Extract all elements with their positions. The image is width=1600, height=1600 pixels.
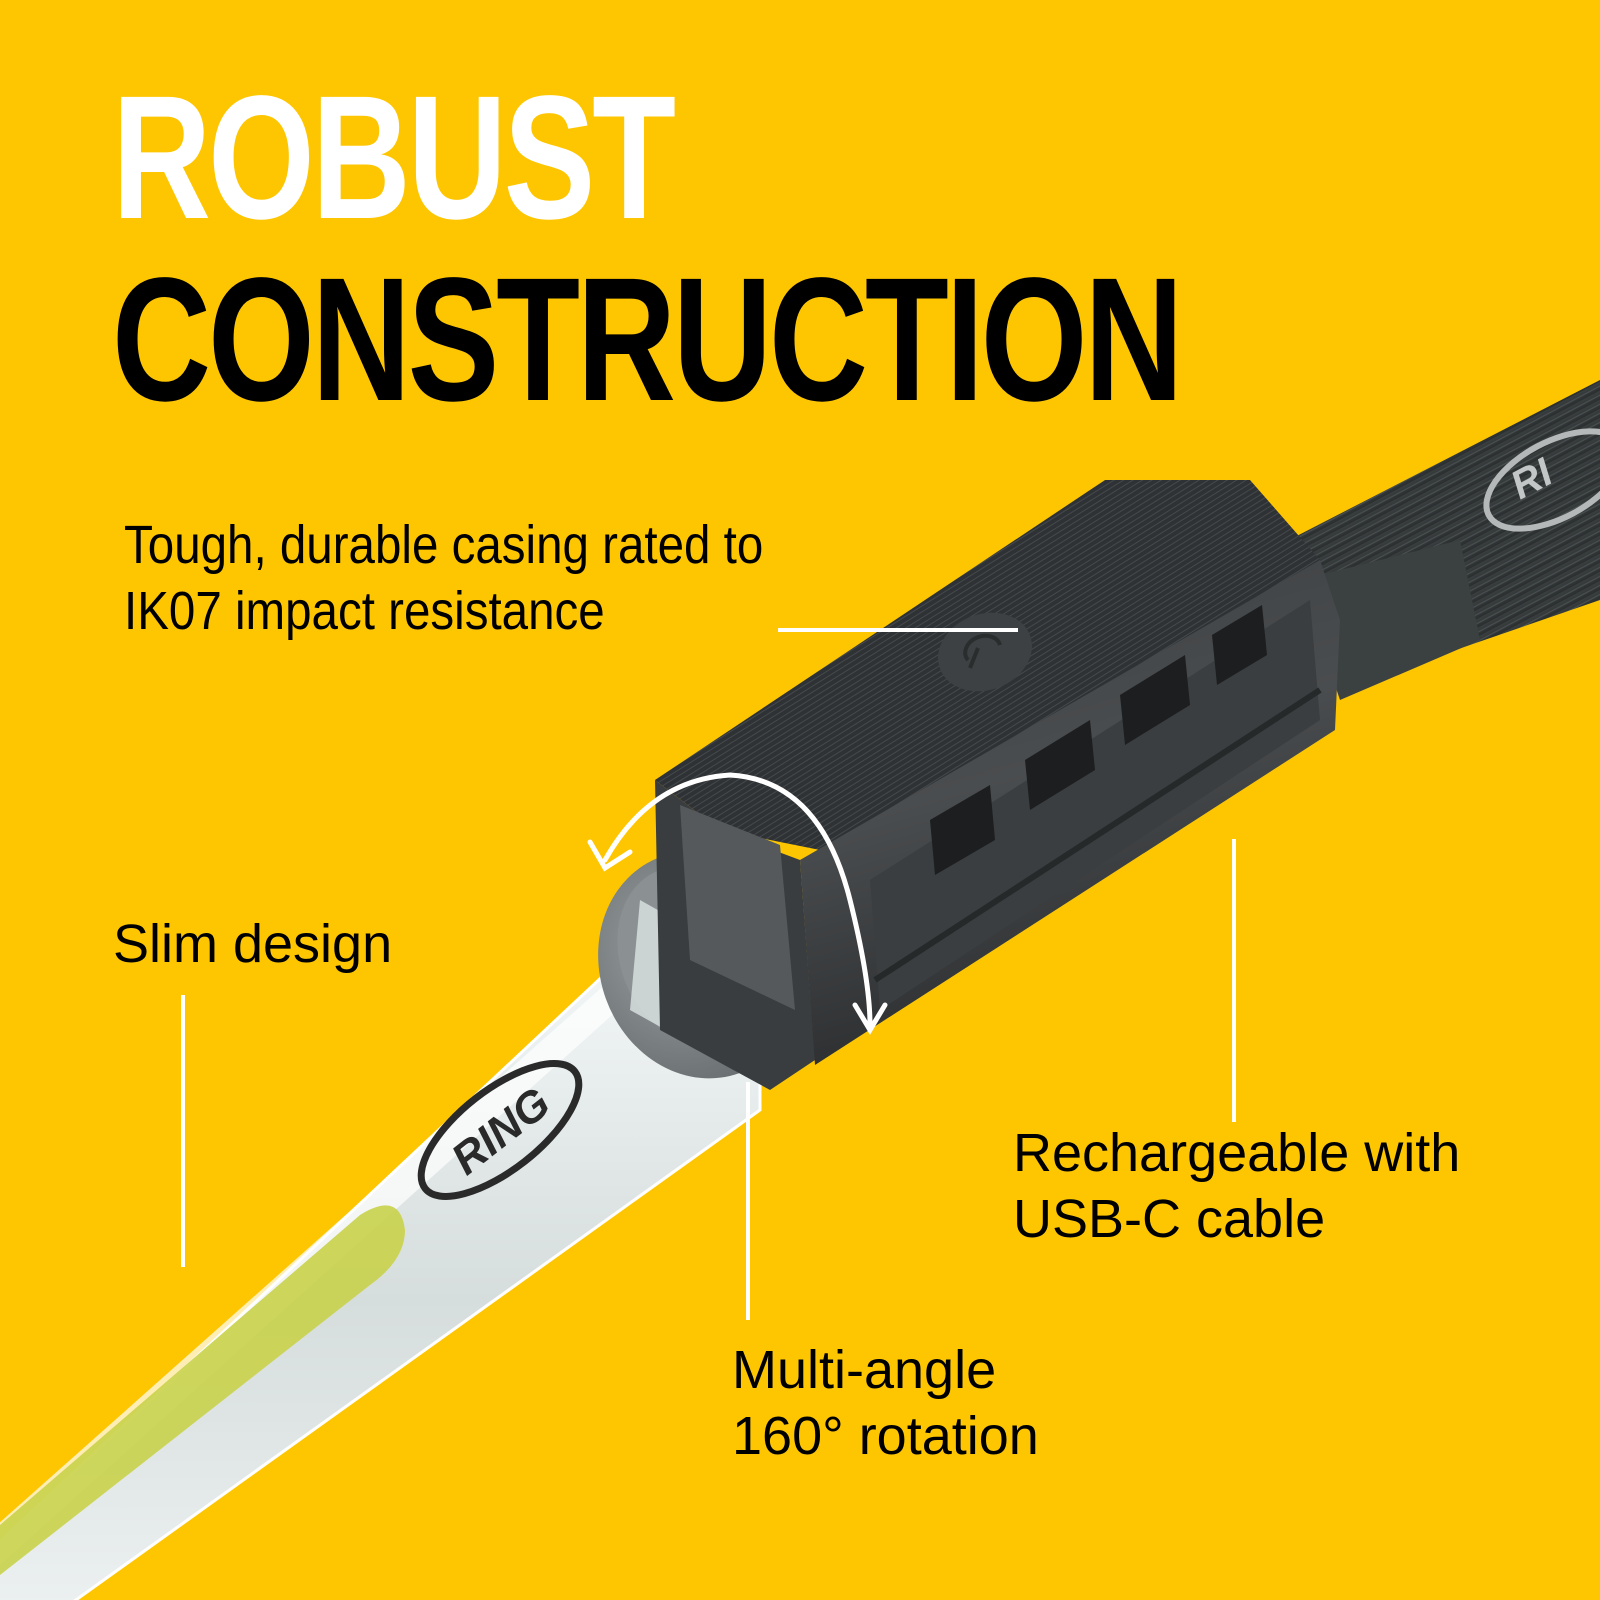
- headline-line-1: ROBUST: [112, 60, 676, 256]
- callout-casing-leader-line: [778, 628, 1018, 632]
- callout-slim-leader-line: [181, 995, 185, 1267]
- callout-slim-label: Slim design: [113, 914, 393, 974]
- callout-rechargeable-line-2: USB-C cable: [1013, 1189, 1326, 1249]
- callout-rotation-leader-line: [746, 1082, 750, 1320]
- casing: [655, 480, 1340, 1090]
- callout-rechargeable-leader-line: [1232, 839, 1236, 1122]
- light-bar: RING: [0, 958, 762, 1600]
- cob-led-strip: [0, 1205, 405, 1575]
- rotation-arrow-icon: [587, 772, 888, 1035]
- callout-casing-line-2: IK07 impact resistance: [124, 581, 605, 641]
- callout-rechargeable-line-1: Rechargeable with: [1013, 1123, 1461, 1183]
- headline-line-2: CONSTRUCTION: [112, 242, 1183, 438]
- callout-casing-line-1: Tough, durable casing rated to: [124, 515, 764, 575]
- callout-rotation-line-1: Multi-angle: [732, 1340, 997, 1400]
- battery-indicator-windows: [930, 605, 1267, 875]
- power-button[interactable]: [927, 600, 1043, 704]
- callout-rotation-line-2: 160° rotation: [732, 1406, 1039, 1466]
- power-icon: [963, 633, 1002, 662]
